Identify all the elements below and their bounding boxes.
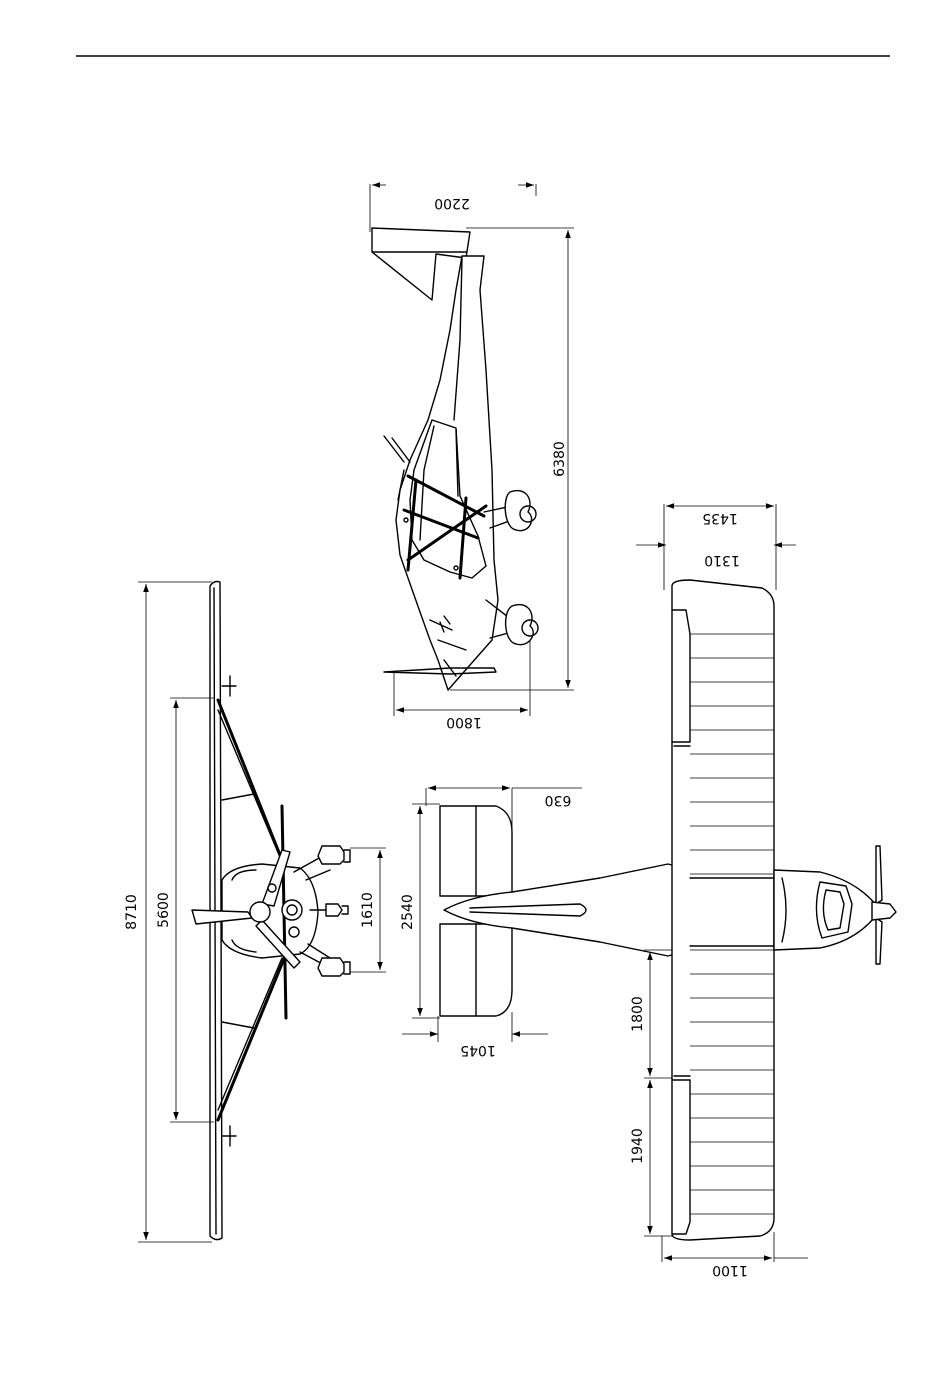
dim-top-chord-tip: 1435 bbox=[702, 510, 738, 526]
dim-flap-span: 1800 bbox=[630, 996, 646, 1032]
dim-tail-span: 2540 bbox=[400, 894, 416, 930]
front-view bbox=[192, 582, 350, 1240]
dim-side-gear: 1800 bbox=[446, 714, 482, 730]
dim-tip-chord: 1100 bbox=[712, 1262, 748, 1278]
dim-aileron-span: 1940 bbox=[630, 1128, 646, 1164]
dim-front-track: 1610 bbox=[360, 892, 376, 928]
top-view bbox=[440, 580, 896, 1240]
dim-front-span: 8710 bbox=[124, 894, 140, 930]
dim-front-strut: 5600 bbox=[156, 892, 172, 928]
dim-top-chord: 1310 bbox=[704, 552, 740, 568]
dim-tail-offset: 630 bbox=[545, 792, 572, 808]
dim-tail-chord: 1045 bbox=[460, 1042, 496, 1058]
side-view bbox=[372, 228, 538, 690]
dim-side-length: 6380 bbox=[552, 441, 568, 477]
dim-side-height: 2200 bbox=[434, 195, 470, 211]
